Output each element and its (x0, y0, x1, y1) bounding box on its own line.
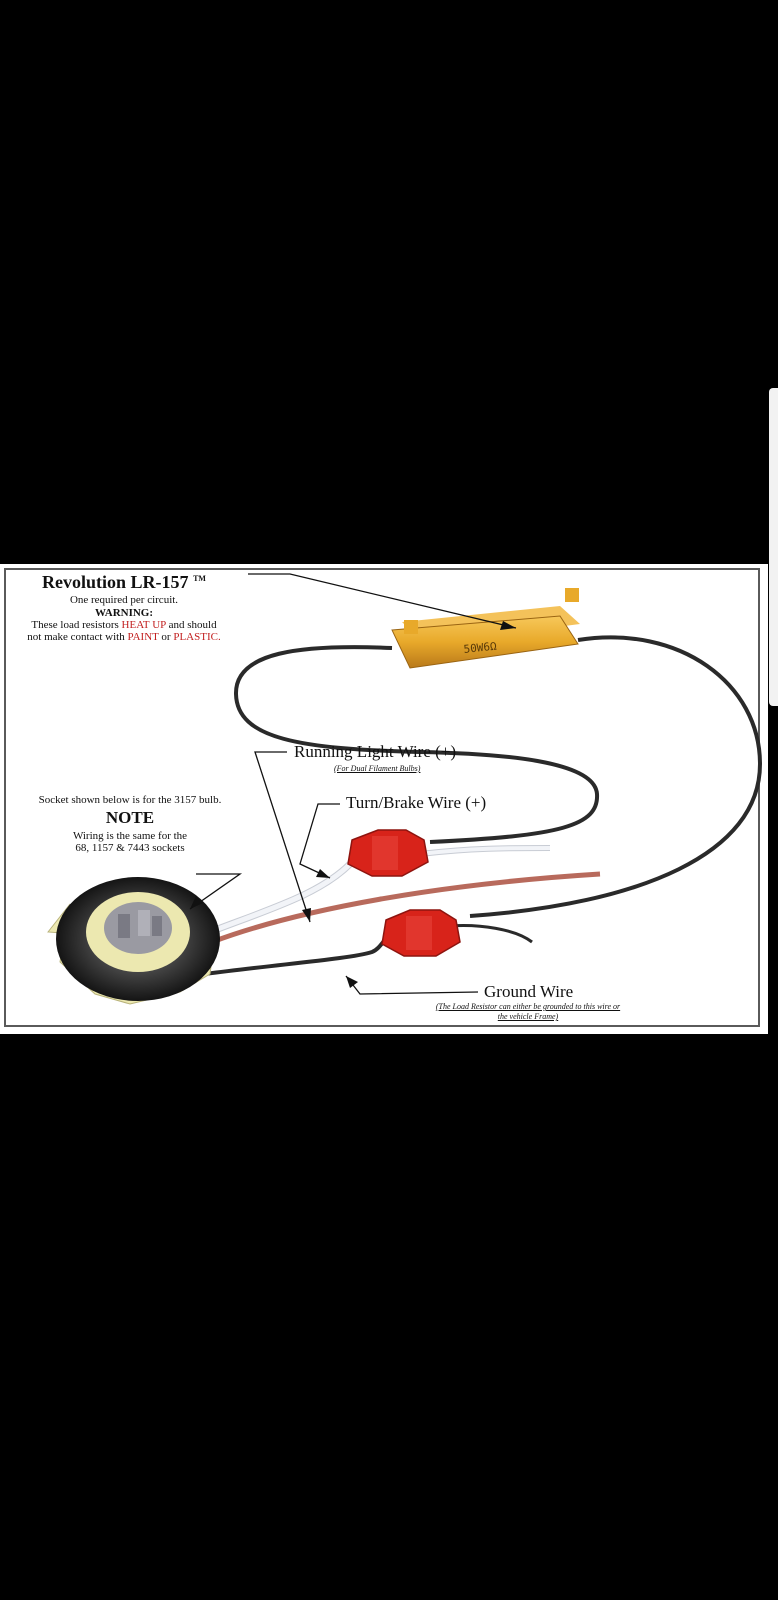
heat-up-text: HEAT UP (121, 619, 166, 631)
wiring-illustration: 50W6Ω (47, 573, 763, 1005)
paint-text: PAINT (127, 631, 159, 643)
trademark-mark: TM (193, 574, 206, 583)
ground-wire (204, 930, 394, 976)
socket-note-line2: Wiring is the same for the (72, 830, 188, 842)
socket-note: Socket shown below is for the 3157 bulb.… (10, 794, 250, 854)
product-title: Revolution LR-157 (42, 572, 189, 592)
ground-wire-note: (The Load Resistor can either be grounde… (435, 1002, 621, 1021)
turn-brake-label: Turn/Brake Wire (+) (346, 793, 487, 812)
warning-line-2: not make contact with PAINT or PLASTIC. (27, 631, 221, 643)
wiring-diagram: 50W6Ω Revolut (0, 564, 768, 1034)
running-light-note: (For Dual Filament Bulbs) (334, 764, 421, 773)
scrollbar-thumb[interactable] (769, 388, 778, 706)
warning-heading: WARNING: (94, 607, 154, 619)
upper-tap-connector (347, 829, 429, 877)
ground-wire-label: Ground Wire (484, 982, 574, 1001)
warning-line-1: These load resistors HEAT UP and should (31, 619, 217, 631)
load-resistor: 50W6Ω (391, 588, 580, 669)
product-block: Revolution LR-157 TM One required per ci… (8, 572, 240, 643)
running-light-wire (211, 871, 601, 945)
lower-tap-connector (381, 909, 461, 957)
resistor-left-lead (233, 645, 600, 844)
running-light-label: Running Light Wire (+) (294, 742, 457, 761)
socket-note-line3: 68, 1157 & 7443 sockets (75, 842, 185, 854)
resistor-marking: 50W6Ω (463, 640, 498, 656)
product-subtitle: One required per circuit. (69, 594, 179, 606)
resistor-right-lead (469, 635, 763, 918)
note-heading: NOTE (105, 808, 155, 827)
diagram-border (4, 568, 760, 1027)
plastic-text: PLASTIC. (173, 631, 221, 643)
bulb-socket (47, 877, 220, 1005)
socket-note-line1: Socket shown below is for the 3157 bulb. (38, 794, 222, 806)
